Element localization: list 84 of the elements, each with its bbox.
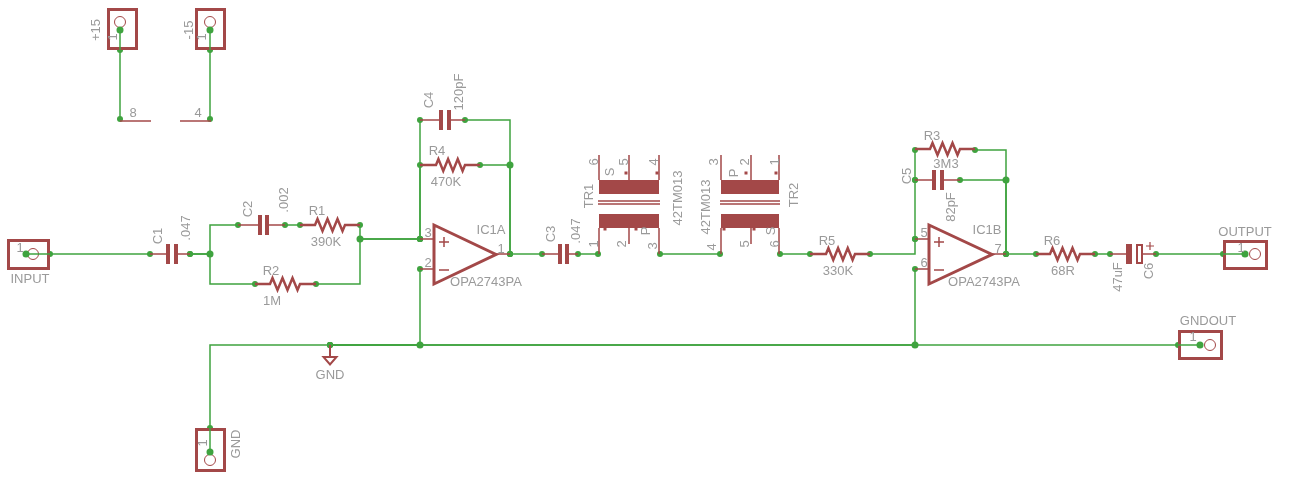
component-label: R3 <box>923 128 941 142</box>
component-value: .047 <box>178 215 192 241</box>
net-label: -15 <box>181 20 195 40</box>
wire <box>417 162 423 242</box>
wire <box>657 251 723 257</box>
component-value: 120pF <box>451 73 465 111</box>
pin-number: 1 <box>195 439 209 447</box>
pin-number: 3 <box>424 225 432 239</box>
connector-label: OUTPUT <box>1218 224 1272 238</box>
pin-number: 1 <box>767 158 781 166</box>
ground-label: GND <box>315 367 345 381</box>
pin-number: 4 <box>704 243 718 251</box>
pin-number: 5 <box>920 225 928 239</box>
winding-label: P <box>726 168 740 178</box>
component-label: C5 <box>899 167 913 185</box>
pin-number: 6 <box>767 240 781 248</box>
component-label: C6 <box>1141 262 1155 280</box>
pin-number: 1 <box>194 33 208 41</box>
wire <box>117 47 123 122</box>
component-label: C1 <box>150 227 164 245</box>
pin-number: 7 <box>994 241 1002 255</box>
component-label: R5 <box>818 233 836 247</box>
component-value: 330K <box>822 263 854 277</box>
wire <box>1153 251 1226 257</box>
connector-label: GNDOUT <box>1179 313 1237 327</box>
component-value: 470K <box>430 174 462 188</box>
winding-label: P <box>638 226 652 236</box>
pin-number: 3 <box>706 158 720 166</box>
component-value: 1M <box>262 293 282 307</box>
component-label: R2 <box>262 263 280 277</box>
part-number: OPA2743PA <box>948 274 1020 288</box>
pin-number: 6 <box>920 255 928 269</box>
net-label: +15 <box>88 18 102 42</box>
wire <box>187 251 258 287</box>
pin-number: 1 <box>497 241 505 255</box>
wire <box>777 251 813 257</box>
pin-number: 1 <box>1189 329 1197 343</box>
component-label: C3 <box>543 225 557 243</box>
wire <box>575 251 601 257</box>
component-value: .002 <box>276 187 290 213</box>
component-value: 390K <box>310 234 342 248</box>
pin-number: 5 <box>737 240 751 248</box>
pin-number: 1 <box>1237 240 1245 254</box>
wire <box>282 222 303 228</box>
pin-number: 4 <box>194 105 202 119</box>
pin-number: 3 <box>645 242 659 250</box>
component-label: C4 <box>421 91 435 109</box>
wire <box>47 251 153 257</box>
component-value: 3M3 <box>933 156 959 170</box>
component-label: TR2 <box>786 182 800 208</box>
pin-number: 1 <box>105 33 119 41</box>
wire <box>912 177 918 242</box>
component-label: R1 <box>308 203 326 217</box>
component-label: R4 <box>428 143 446 157</box>
pin-number: 5 <box>616 158 630 166</box>
pin-number: 6 <box>586 158 600 166</box>
component-value: 47uF <box>1110 262 1124 292</box>
component-label: R6 <box>1043 233 1061 247</box>
component-value: 82pF <box>943 192 957 222</box>
component-value: 68R <box>1051 263 1075 277</box>
wire <box>207 47 213 122</box>
winding-label: S <box>763 226 777 236</box>
pin-number: 1 <box>586 240 600 248</box>
part-number: OPA2743PA <box>450 274 522 288</box>
part-label: IC1B <box>972 222 1002 236</box>
connector-label: INPUT <box>10 271 50 285</box>
connector-label: GND <box>228 429 242 459</box>
pin-number: 8 <box>129 105 137 119</box>
part-label: IC1A <box>476 222 506 236</box>
component-value: .047 <box>568 218 582 244</box>
component-label: TR1 <box>581 183 595 209</box>
pin-number: 1 <box>16 240 24 254</box>
pin-number: 2 <box>737 158 751 166</box>
wire <box>507 251 545 257</box>
part-number: 42TM013 <box>670 170 684 226</box>
wire <box>1003 251 1039 257</box>
part-number: 42TM013 <box>698 179 712 235</box>
pin-number: 4 <box>646 158 660 166</box>
wire <box>1092 251 1113 257</box>
component-label: C2 <box>240 200 254 218</box>
wire <box>327 342 1181 348</box>
pin-number: 2 <box>424 255 432 269</box>
pin-number: 2 <box>614 240 628 248</box>
winding-label: S <box>602 167 616 177</box>
